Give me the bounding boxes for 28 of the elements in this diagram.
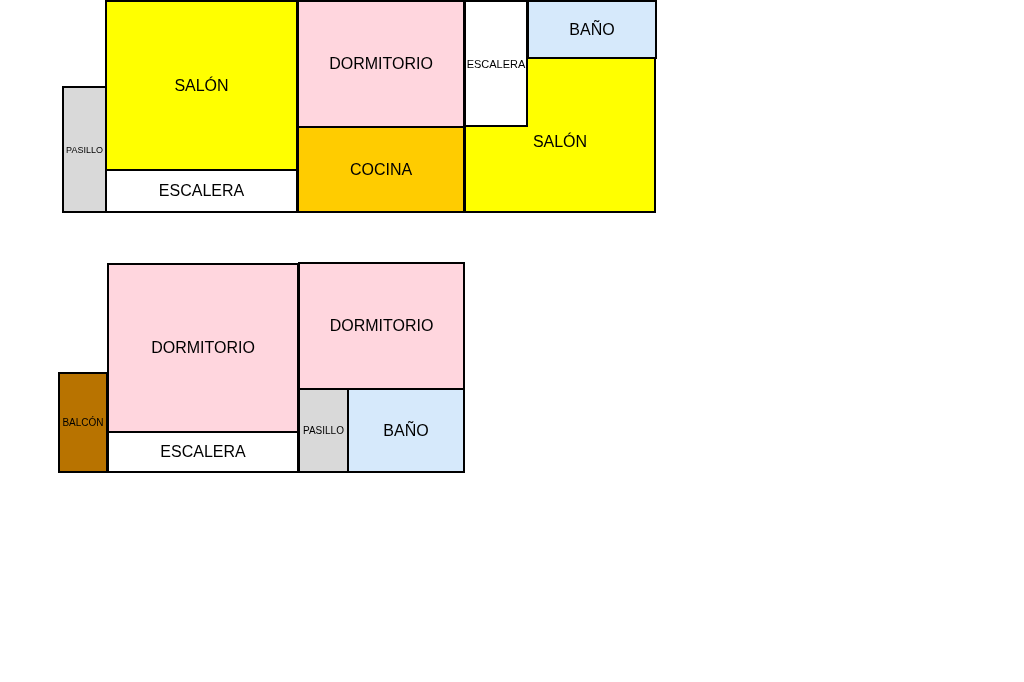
room-label: PASILLO <box>66 144 103 155</box>
room-label: BAÑO <box>569 20 615 39</box>
room-label: ESCALERA <box>160 443 246 461</box>
room-box <box>298 388 349 473</box>
room-label: ESCALERA <box>158 182 245 200</box>
room-box <box>464 0 528 127</box>
room-box <box>107 431 299 473</box>
room-box <box>464 57 656 213</box>
room-box <box>527 0 657 59</box>
room-label: SALÓN <box>174 76 229 95</box>
room-label: DORMITORIO <box>151 339 255 357</box>
room-box <box>297 0 465 128</box>
room-label: BAÑO <box>383 421 429 440</box>
room-box <box>347 388 465 473</box>
room-box <box>58 372 108 473</box>
room-label: ESCALERA <box>466 57 526 70</box>
room-label: COCINA <box>349 160 413 179</box>
room-box <box>105 169 298 213</box>
room-label: DORMITORIO <box>329 317 434 335</box>
room-box <box>297 126 465 213</box>
room-box <box>298 262 465 390</box>
room-box <box>62 86 107 213</box>
room-box <box>107 263 299 433</box>
room-box <box>105 0 298 171</box>
room-label: SALÓN <box>532 133 588 151</box>
room-label: DORMITORIO <box>329 55 433 73</box>
room-label: PASILLO <box>303 425 344 436</box>
room-label: BALCÓN <box>62 417 104 428</box>
